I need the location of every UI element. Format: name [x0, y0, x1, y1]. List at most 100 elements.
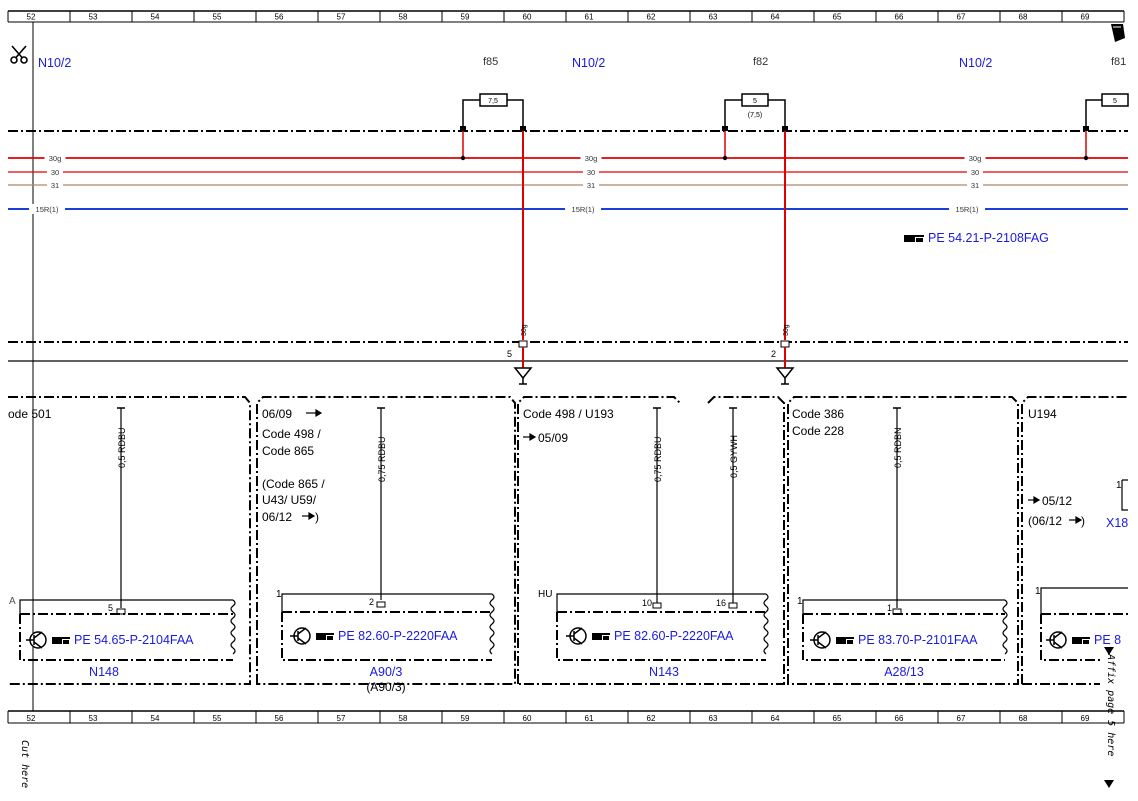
ruler-number: 63 [709, 13, 718, 22]
s5-line2-end: ) [1081, 514, 1085, 528]
pointing-hand-icon [52, 637, 70, 644]
fuse-f82-value: 5 [753, 98, 757, 105]
ruler-number: 52 [27, 13, 36, 22]
s1-corner: A [9, 596, 16, 607]
ruler-number: 67 [957, 714, 966, 723]
fuse-f85-value: 7,5 [488, 98, 498, 105]
s5-line1: 05/12 [1042, 494, 1072, 508]
rail-label-r15r: 15R(1) [36, 205, 59, 214]
rail-label-r31: 31 [587, 181, 595, 190]
fuse-pins [460, 126, 1089, 131]
ruler-number: 65 [833, 714, 842, 723]
component-reference-s3: PE 82.60-P-2220FAA [614, 629, 734, 643]
s4-wire: 0,5 RDBN [893, 427, 903, 468]
transistor-icon [810, 631, 831, 649]
s5-pin: 1 [1116, 480, 1122, 491]
rail-label-bg [29, 204, 65, 214]
s5-part: X18 [1106, 516, 1128, 530]
ruler-number: 56 [275, 13, 284, 22]
s5-line2: (06/12 [1028, 514, 1062, 528]
fuse-f81-value: 5 [1113, 98, 1117, 105]
ruler-number: 68 [1019, 13, 1028, 22]
ruler-number: 59 [461, 714, 470, 723]
rail-label-r31: 31 [971, 181, 979, 190]
ruler-number: 61 [585, 714, 594, 723]
s2-corner: 1 [276, 589, 282, 600]
ruler-number: 52 [27, 714, 36, 723]
s4-name: A28/13 [884, 665, 924, 679]
s3-date: 05/09 [538, 431, 568, 445]
rail-junctions [460, 155, 1089, 161]
s1-code: ode 501 [8, 407, 52, 421]
rail-label-r30g: 30g [49, 154, 62, 163]
s1-name: N148 [89, 665, 119, 679]
ruler-number: 64 [771, 13, 780, 22]
s1-wire: 0,5 RDBU [117, 427, 127, 468]
s2-pin: 2 [369, 597, 374, 607]
section-u194: U194 05/12 (06/12 ) 1 X18 1 [1028, 407, 1128, 661]
s2-line2: Code 498 / [262, 427, 321, 441]
pointing-hand-icon [1072, 637, 1090, 644]
transistor-icon [26, 631, 47, 649]
ruler-number: 55 [213, 13, 222, 22]
rail-label-r30: 30 [587, 168, 595, 177]
rail-label-r31: 31 [51, 181, 59, 190]
rail-label-bg [580, 153, 602, 163]
ruler-number: 66 [895, 13, 904, 22]
ruler-number: 67 [957, 13, 966, 22]
pointing-hand-icon [904, 235, 924, 242]
ruler-number: 57 [337, 714, 346, 723]
boundary-lines [8, 130, 1128, 343]
s4-corner: 1 [797, 596, 803, 607]
pointing-hand-icon [836, 637, 854, 644]
ruler-number: 53 [89, 13, 98, 22]
rail-label-bg [47, 180, 63, 190]
ruler-number: 69 [1081, 714, 1090, 723]
ruler-number: 55 [213, 714, 222, 723]
transistor-icon [566, 627, 587, 645]
s2-line5: U43/ U59/ [262, 493, 317, 507]
rail-label-bg [964, 153, 986, 163]
s5-code: U194 [1028, 407, 1057, 421]
ruler-number: 54 [151, 13, 160, 22]
affix-arrow-top-icon [1104, 647, 1114, 655]
ruler-number: 56 [275, 714, 284, 723]
n10-label-mid: N10/2 [572, 56, 605, 70]
n10-label-left: N10/2 [38, 56, 71, 70]
s4-line2: Code 228 [792, 424, 844, 438]
ruler-number: 61 [585, 13, 594, 22]
s2-line6-end: ) [315, 510, 319, 524]
ruler-number: 60 [523, 714, 532, 723]
cut-here-text: Cut here [19, 740, 30, 788]
ruler-number: 69 [1081, 13, 1090, 22]
pointing-hand-icon [316, 633, 334, 640]
component-reference-s4: PE 83.70-P-2101FAA [858, 633, 978, 647]
page-corner-icon [1111, 24, 1125, 42]
ruler-number: 65 [833, 13, 842, 22]
rail-label-bg [967, 167, 983, 177]
s2-line6: 06/12 [262, 510, 292, 524]
transistor-icon [290, 627, 311, 645]
rail-label-r30: 30 [971, 168, 979, 177]
fuse-label-f85: f85 [483, 56, 498, 68]
component-reference-s1: PE 54.65-P-2104FAA [74, 633, 194, 647]
ruler-number: 58 [399, 13, 408, 22]
ruler-number: 58 [399, 714, 408, 723]
ruler-number: 62 [647, 714, 656, 723]
affix-arrow-bottom-icon [1104, 780, 1114, 788]
ruler-number: 66 [895, 714, 904, 723]
section-n148: ode 501 0,5 RDBU A 5 N148 [8, 407, 236, 679]
fuse-label-f82: f82 [753, 56, 768, 68]
section-frames [8, 396, 1128, 685]
s3-wire1: 0,75 RDBU [653, 436, 663, 482]
rail-label-r30: 30 [51, 168, 59, 177]
ruler-number: 60 [523, 13, 532, 22]
s2-wire: 0,75 RDBU [377, 436, 387, 482]
transistor-icon [1046, 631, 1067, 649]
rail-label-bg [967, 180, 983, 190]
rail-label-bg [949, 204, 985, 214]
s2-line1: 06/09 [262, 407, 292, 421]
rail-label-r15r: 15R(1) [956, 205, 979, 214]
